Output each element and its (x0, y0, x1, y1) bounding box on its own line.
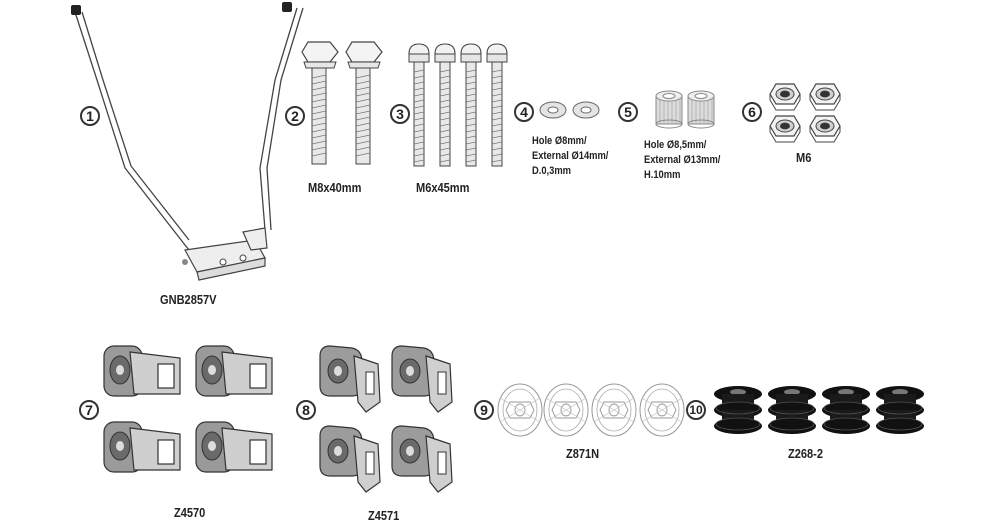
part-number-3: 3 (390, 104, 410, 124)
bracket-illustration (71, 2, 304, 281)
part-number-6: 6 (742, 102, 762, 122)
part-number-8: 8 (296, 400, 316, 420)
hex-bolts-illustration (301, 41, 383, 165)
part-label-3: M6x45mm (416, 180, 470, 195)
adapter-z4571-illustration (319, 345, 453, 493)
part-number-9: 9 (474, 400, 494, 420)
desc-line: External Ø14mm/ (532, 150, 609, 162)
adapter-z4570-illustration (103, 345, 273, 473)
part-label-2: M8x40mm (308, 180, 362, 195)
part-label-8: Z4571 (368, 508, 400, 523)
part-label-6: M6 (796, 150, 812, 165)
desc-line: External Ø13mm/ (644, 154, 721, 166)
washers-illustration (539, 101, 600, 119)
part-number-10: 10 (686, 400, 706, 420)
part-number-7: 7 (79, 400, 99, 420)
spacers-illustration (655, 90, 715, 129)
nuts-illustration (769, 83, 841, 143)
part-label-9: Z871N (566, 446, 600, 461)
desc-line: H.10mm (644, 169, 681, 181)
part-number-2: 2 (285, 106, 305, 126)
rubber-grommets-clear-illustration (497, 383, 685, 437)
part-label-1: GNB2857V (160, 292, 217, 307)
desc-line: Hole Ø8mm/ (532, 135, 587, 147)
part-label-7: Z4570 (174, 505, 206, 520)
part-desc-5: Hole Ø8,5mm/ External Ø13mm/ H.10mm (644, 138, 720, 183)
desc-line: Hole Ø8,5mm/ (644, 139, 707, 151)
desc-line: D.0,3mm (532, 165, 571, 177)
rubber-grommets-black-illustration (714, 385, 925, 435)
part-desc-4: Hole Ø8mm/ External Ø14mm/ D.0,3mm (532, 134, 608, 179)
part-number-1: 1 (80, 106, 100, 126)
part-number-4: 4 (514, 102, 534, 122)
allen-bolts-illustration (408, 43, 508, 167)
part-number-5: 5 (618, 102, 638, 122)
part-label-10: Z268-2 (788, 446, 824, 461)
